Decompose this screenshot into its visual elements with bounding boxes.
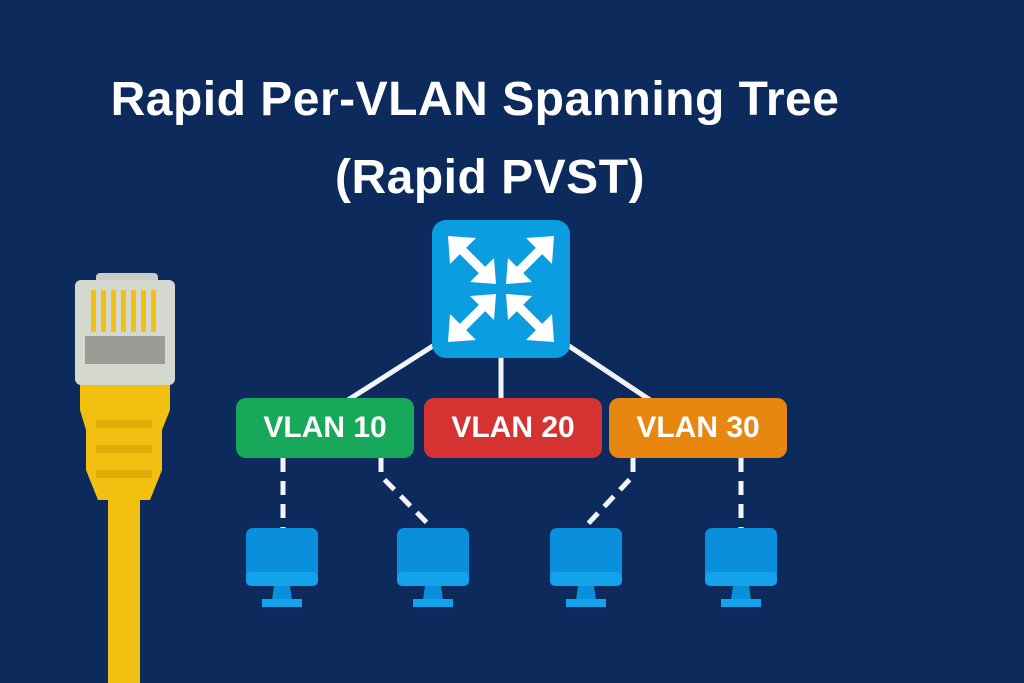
vlan-20-badge: VLAN 20 [424,398,602,458]
computer-icon [705,528,777,607]
ethernet-cable-icon [75,273,175,683]
title-line-2: (Rapid PVST) [334,151,645,204]
switch-icon [432,220,570,358]
vlan-30-badge: VLAN 30 [609,398,787,458]
vlan-10-badge: VLAN 10 [236,398,414,458]
computer-icon [550,528,622,607]
title-line-1: Rapid Per-VLAN Spanning Tree [110,73,840,126]
host-links [280,458,744,530]
tree-links [346,341,652,403]
computer-icon [246,528,318,607]
computer-icon [397,528,469,607]
